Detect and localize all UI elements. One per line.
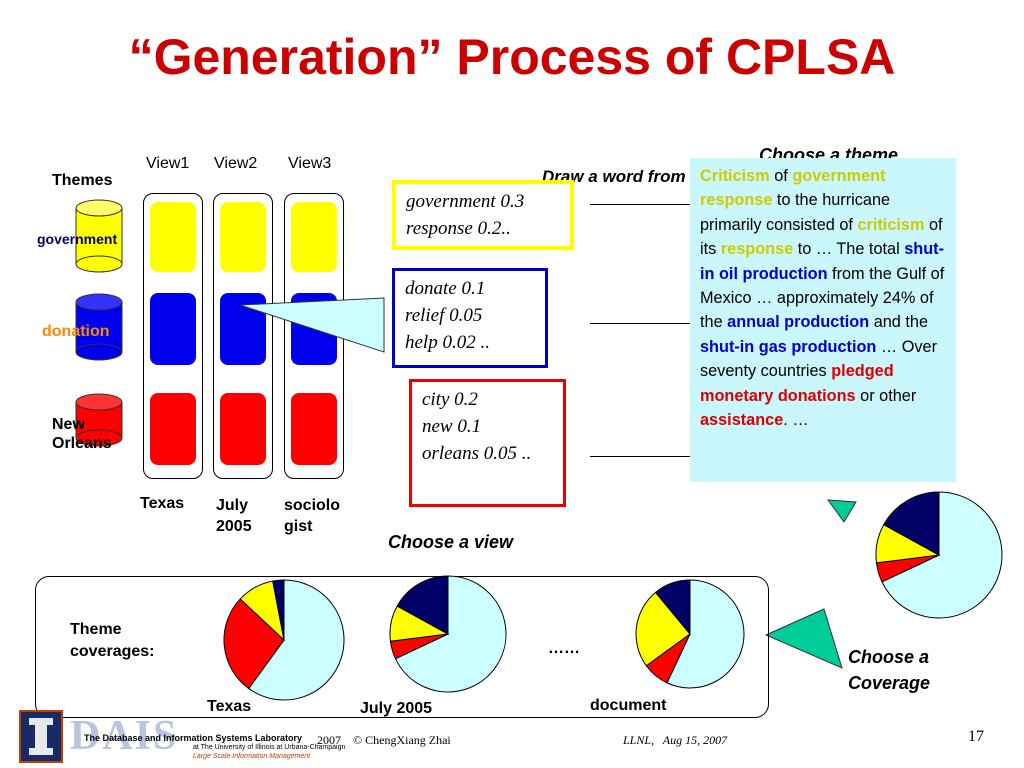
connector-line	[590, 456, 690, 457]
page-number: 17	[968, 728, 984, 745]
document-segment: shut-in oil production	[700, 240, 945, 283]
lab-sub2: Large Scale Information Management	[193, 753, 311, 760]
pie-slice-navy	[883, 491, 940, 556]
theme-government-label: government	[37, 231, 118, 247]
document-text-box: Criticism of government response to the …	[690, 158, 956, 482]
new-orleans-cylinder-icon	[75, 393, 123, 447]
document-segment: pledged monetary donations	[700, 362, 894, 405]
word-line: orleans 0.05 ..	[422, 443, 532, 464]
footer-year: 2007	[317, 733, 341, 747]
theme-new-orleans-label: New Orleans	[52, 416, 112, 452]
choose-view-label: Choose a view	[388, 532, 514, 552]
word-line: help 0.02 ..	[405, 332, 490, 353]
lab-name: The Database and Information Systems Lab…	[84, 733, 303, 743]
theme-coverages-label: Theme coverages:	[70, 621, 155, 660]
document-segment: . …	[783, 411, 809, 430]
view1-new-orleans-block	[150, 393, 196, 465]
view1-donation-block	[150, 293, 196, 365]
document-segment: of	[769, 167, 793, 185]
pie-texas-label: Texas	[207, 698, 252, 715]
context-texas-label: Texas	[140, 495, 185, 512]
document-segment: criticism	[857, 215, 925, 234]
document-segment: Criticism	[700, 167, 770, 185]
university-logo-icon	[19, 710, 63, 763]
draw-word-label: Draw a word from	[542, 167, 686, 186]
view3-government-block	[291, 202, 337, 272]
context-sociologist-label: sociolo gist	[284, 497, 341, 535]
view3-label: View3	[288, 155, 332, 172]
view3-donation-block	[291, 293, 337, 365]
theme-cylinders	[75, 199, 123, 447]
pie-slice-red	[875, 554, 940, 583]
theme-pointer-shape	[826, 499, 857, 523]
view2-donation-block	[220, 293, 266, 365]
document-segment: to the hurricane primarily consisted of	[700, 191, 891, 234]
connector-line	[590, 323, 690, 324]
word-line: response 0.2..	[406, 218, 511, 239]
word-line: relief 0.05	[405, 305, 483, 326]
document-segment: or other	[855, 386, 917, 405]
footer-venue: LLNL, Aug 15, 2007	[623, 733, 728, 747]
pie-chart	[875, 491, 1003, 619]
pie-slice-yellow	[875, 523, 941, 564]
new-orleans-word-box: city 0.2 new 0.1 orleans 0.05 ..	[409, 379, 566, 507]
view2-new-orleans-block	[220, 393, 266, 465]
themes-label: Themes	[52, 172, 113, 189]
choose-coverage-label: Choose a Coverage	[848, 647, 931, 693]
document-segment: shut-in gas production	[700, 337, 877, 356]
view1-government-block	[150, 202, 196, 272]
ellipsis-label: ……	[548, 640, 580, 657]
view3-new-orleans-block	[291, 393, 337, 465]
document-segment: from the Gulf of Mexico … approximately …	[700, 264, 945, 332]
document-segment: assistance	[700, 411, 784, 430]
word-line: government 0.3	[406, 191, 525, 212]
document-segment: of its	[700, 215, 943, 259]
government-word-box: government 0.3 response 0.2..	[392, 180, 574, 250]
view2-government-block	[220, 202, 266, 272]
pie-july-label: July 2005	[360, 700, 433, 717]
dais-logo-text: DAIS	[70, 713, 179, 759]
coverage-pointer-shape	[764, 608, 843, 669]
document-segment: … Over seventy countries	[700, 337, 937, 381]
word-line: donate 0.1	[405, 278, 486, 299]
document-segment: to … The total	[793, 240, 905, 259]
pie-document-label: document	[590, 697, 667, 714]
theme-donation-label: donation	[42, 323, 110, 340]
view2-label: View2	[214, 155, 258, 172]
context-july-label: July 2005	[216, 497, 252, 535]
slide-title: “Generation” Process of CPLSA	[128, 29, 896, 85]
document-segment: response	[720, 240, 794, 259]
document-segment: and the	[869, 313, 929, 332]
view1-column	[143, 193, 203, 479]
donation-cylinder-icon	[75, 293, 123, 361]
word-line: new 0.1	[422, 416, 482, 437]
connector-line	[590, 204, 690, 205]
document-segment: government response	[700, 167, 886, 210]
word-line: city 0.2	[422, 389, 478, 410]
document-text: Criticism of government response to the …	[700, 164, 946, 432]
pie-slice-cyan	[881, 491, 1003, 619]
footer-copyright: © ChengXiang Zhai	[353, 733, 451, 747]
donation-word-box: donate 0.1 relief 0.05 help 0.02 ..	[392, 268, 548, 368]
lab-sub: at The University of Illinois at Urbana-…	[193, 744, 346, 751]
view1-label: View1	[146, 155, 190, 172]
document-segment: annual production	[727, 313, 870, 332]
government-cylinder-icon	[75, 199, 123, 273]
